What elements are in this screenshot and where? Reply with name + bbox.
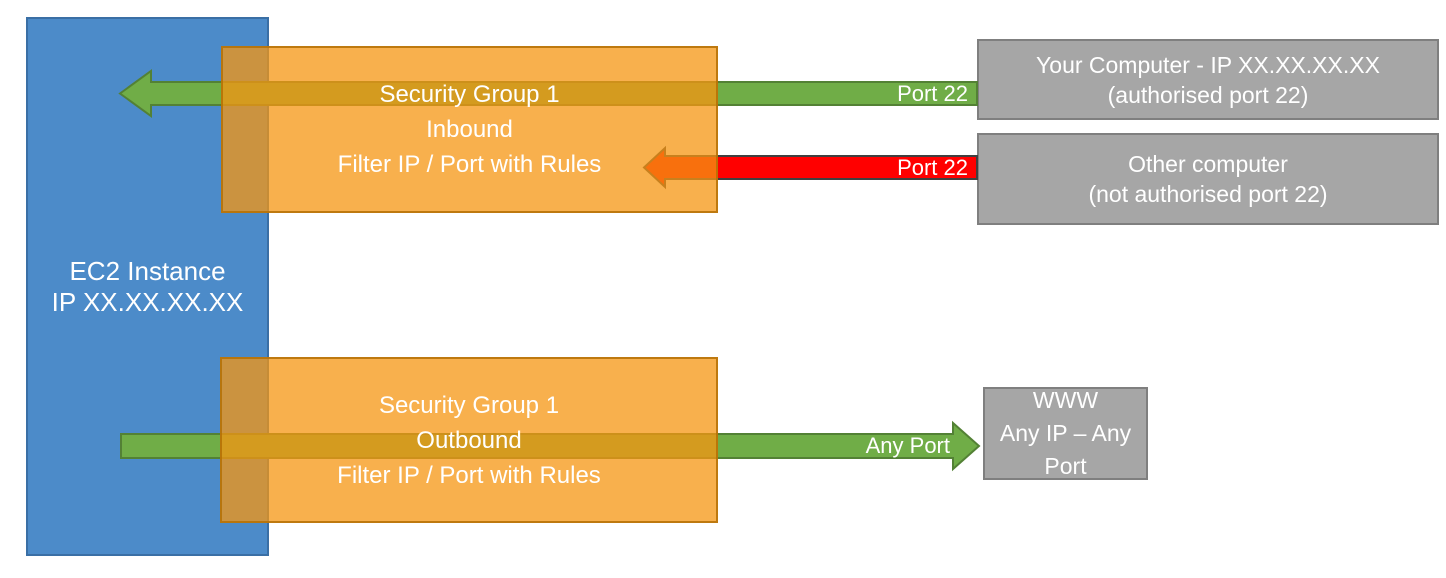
ec2-instance-ip: IP XX.XX.XX.XX	[51, 286, 244, 317]
www-title: WWW	[1032, 387, 1099, 413]
other-computer-note: (not authorised port 22)	[1088, 181, 1328, 207]
inbound-allowed-port-label: Port 22	[897, 81, 968, 106]
ec2-instance-title: EC2 Instance	[69, 255, 226, 286]
other-computer-box: Other computer (not authorised port 22)	[977, 133, 1439, 225]
other-computer-title: Other computer	[1128, 151, 1288, 177]
sg-inbound-rule: Filter IP / Port with Rules	[337, 151, 602, 178]
security-group-inbound-box: Security Group 1 Inbound Filter IP / Por…	[221, 46, 718, 213]
sg-outbound-rule: Filter IP / Port with Rules	[337, 461, 601, 489]
security-group-outbound-box: Security Group 1 Outbound Filter IP / Po…	[220, 357, 718, 523]
www-note: Any IP – Any Port	[999, 420, 1132, 479]
www-box: WWW Any IP – Any Port	[983, 387, 1148, 480]
sg-inbound-name: Security Group 1	[379, 81, 560, 108]
inbound-blocked-port-label: Port 22	[897, 155, 968, 180]
outbound-port-label: Any Port	[865, 433, 950, 458]
sg-inbound-direction: Inbound	[426, 116, 513, 143]
sg-outbound-name: Security Group 1	[378, 391, 560, 419]
your-computer-note: (authorised port 22)	[1107, 81, 1309, 108]
your-computer-title: Your Computer - IP XX.XX.XX.XX	[1036, 51, 1380, 78]
sg-outbound-direction: Outbound	[416, 426, 522, 454]
your-computer-box: Your Computer - IP XX.XX.XX.XX (authoris…	[977, 39, 1439, 120]
